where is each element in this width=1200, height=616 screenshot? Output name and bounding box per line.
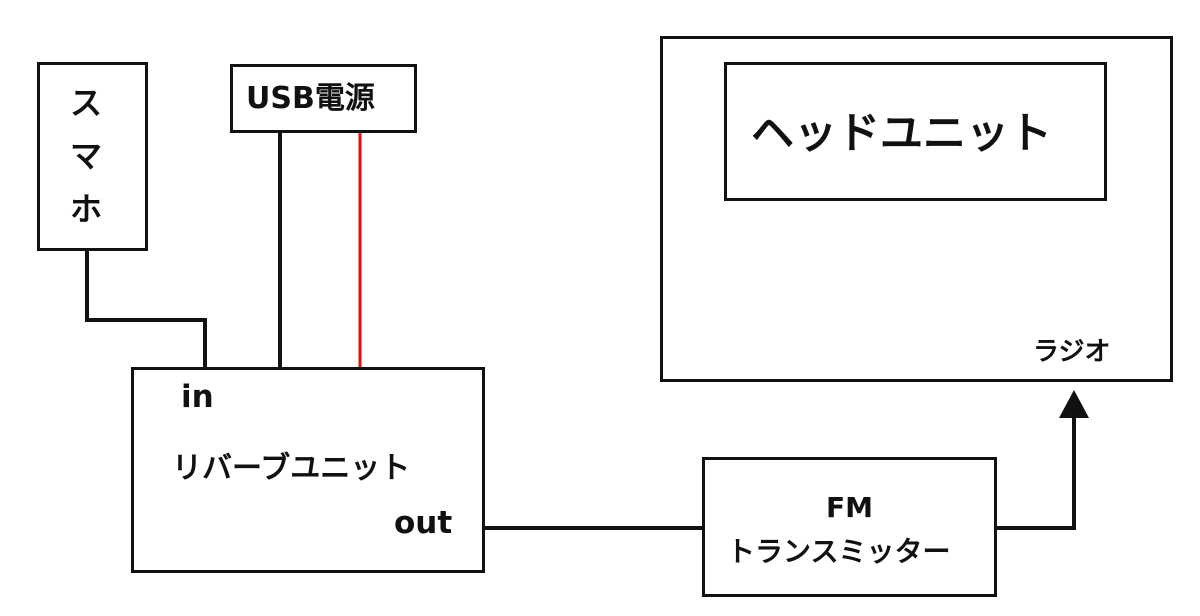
fm-transmitter-label: トランスミッター <box>727 535 951 568</box>
fm-label: FM <box>826 491 873 524</box>
wire-smartphone-to-in <box>85 250 207 368</box>
usb-power-box: USB電源 <box>230 64 417 133</box>
smartphone-label-3: ホ <box>70 190 103 228</box>
reverb-out-label: out <box>394 505 453 541</box>
reverb-in-label: in <box>181 379 214 415</box>
reverb-unit-box: in リバーブユニット out <box>131 367 485 573</box>
fm-transmitter-box: FM トランスミッター <box>702 457 997 597</box>
smartphone-label-1: ス <box>70 84 103 122</box>
smartphone-box: ス マ ホ <box>37 62 148 251</box>
wire-fm-to-radio <box>997 416 1076 530</box>
smartphone-label-2: マ <box>70 137 103 175</box>
arrow-head <box>1059 390 1089 418</box>
usb-power-label: USB電源 <box>246 81 375 116</box>
head-unit-label: ヘッドユニット <box>751 109 1052 159</box>
head-unit-inner-box: ヘッドユニット <box>724 62 1107 201</box>
radio-label: ラジオ <box>1033 337 1111 367</box>
reverb-unit-label: リバーブユニット <box>172 451 411 486</box>
